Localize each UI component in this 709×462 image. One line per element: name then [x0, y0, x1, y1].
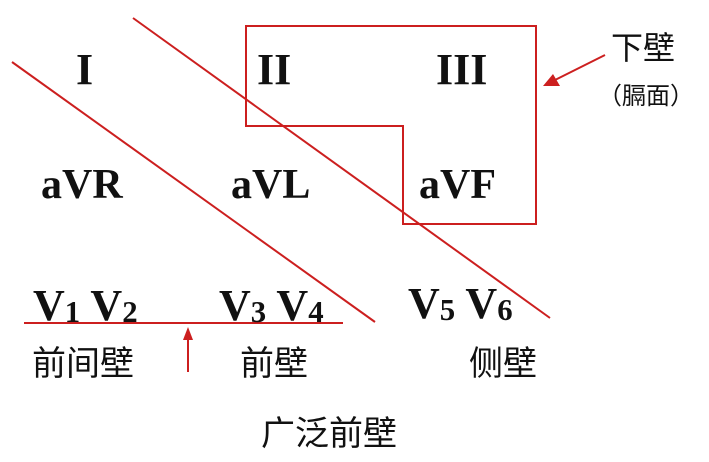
lead-V4-number: 4 [308, 294, 324, 329]
lead-V3-letter: V [219, 281, 251, 330]
lead-V5-V6: V5 V6 [408, 282, 513, 326]
lead-V3-V4: V3 V4 [219, 284, 324, 328]
label-inferior-note: （膈面） [598, 82, 694, 110]
lead-V6-number: 6 [497, 292, 513, 327]
lead-II: II [257, 45, 292, 94]
lead-V6-letter: V [465, 279, 498, 328]
lead-V1-number: 1 [64, 294, 81, 329]
lead-aVF: aVF [419, 162, 496, 208]
label-anterior-wall: 前壁 [240, 344, 308, 384]
lead-aVL: aVL [231, 162, 311, 208]
arrow-left-icon [543, 54, 606, 86]
lead-aVR: aVR [41, 162, 123, 208]
lead-V1-V2: V1 V2 [33, 284, 138, 328]
arrow-up-icon [183, 327, 193, 372]
lead-V2-letter: V [90, 281, 123, 330]
inferior-leads-outline [245, 25, 537, 225]
lead-V4-letter: V [276, 281, 309, 330]
lead-V2-number: 2 [122, 294, 138, 329]
label-lateral-wall: 侧壁 [469, 344, 537, 384]
lead-V1-letter: V [33, 281, 65, 330]
label-septal-wall: 前间壁 [32, 344, 134, 384]
diagonal-line-right [132, 17, 551, 319]
lead-V3-number: 3 [250, 294, 267, 329]
lead-V5-number: 5 [439, 292, 456, 327]
diagonal-line-left [11, 61, 376, 323]
lead-III: III [436, 45, 488, 94]
label-inferior-wall: 下壁 [611, 29, 676, 67]
lead-V5-letter: V [408, 279, 440, 328]
lead-I: I [76, 45, 94, 94]
label-extensive-anterior: 广泛前壁 [261, 414, 397, 454]
